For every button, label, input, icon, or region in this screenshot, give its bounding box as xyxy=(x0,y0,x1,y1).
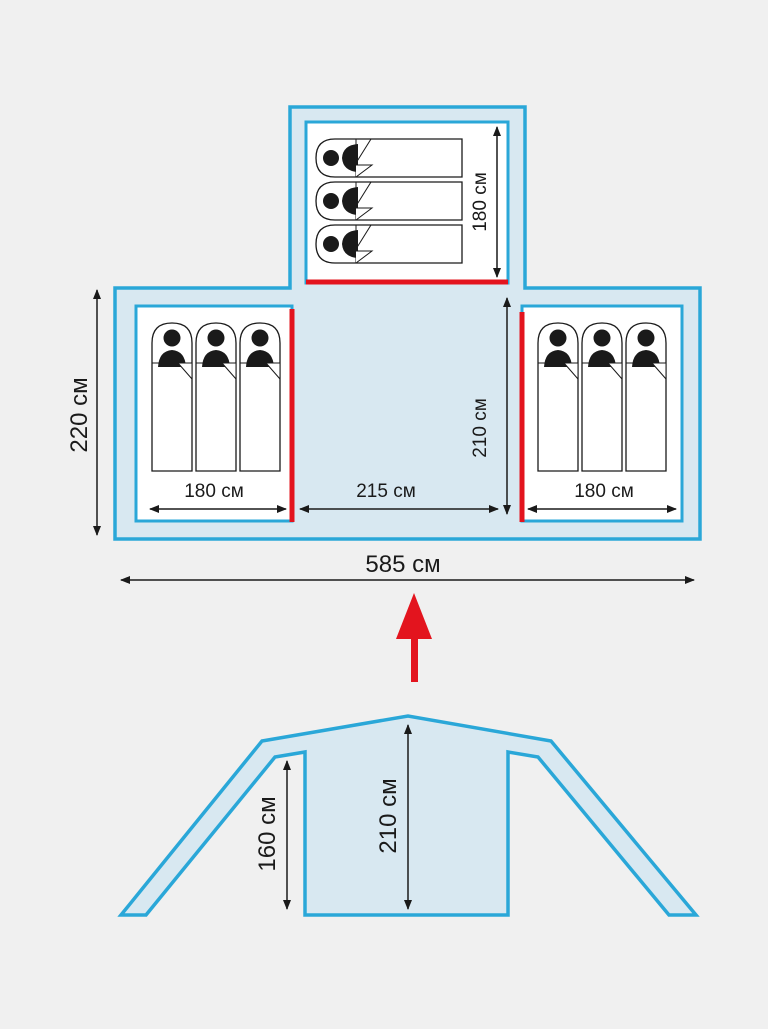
center-height-label: 210 см xyxy=(375,778,402,853)
left-bedroom-sleepers xyxy=(151,322,281,472)
plan-view: 180 см 180 см 215 см 180 см 210 см 220 с… xyxy=(66,105,702,584)
top-bedroom-sleepers xyxy=(315,138,463,264)
living-depth-label: 210 см xyxy=(470,398,491,458)
total-depth-label: 220 см xyxy=(66,377,93,452)
right-bedroom-length-label: 180 см xyxy=(574,481,634,502)
sleeping-bag-icon xyxy=(239,322,281,472)
sleeping-bag-icon xyxy=(151,322,193,472)
total-width-label: 585 см xyxy=(365,551,440,578)
sleeping-bag-icon xyxy=(315,224,463,264)
living-width-label: 215 см xyxy=(356,481,416,502)
left-bedroom-length-label: 180 см xyxy=(184,481,244,502)
sleeping-bag-icon xyxy=(315,181,463,221)
sleeping-bag-icon xyxy=(581,322,623,472)
side-view: 210 см 160 см xyxy=(117,714,700,917)
sleeping-bag-icon xyxy=(315,138,463,178)
sleeping-bag-icon xyxy=(625,322,667,472)
sleeping-bag-icon xyxy=(195,322,237,472)
sleeping-bag-icon xyxy=(537,322,579,472)
right-bedroom-sleepers xyxy=(537,322,667,472)
top-bedroom-length-label: 180 см xyxy=(470,172,491,232)
side-height-label: 160 см xyxy=(254,796,281,871)
arrow-up-icon xyxy=(396,593,432,682)
